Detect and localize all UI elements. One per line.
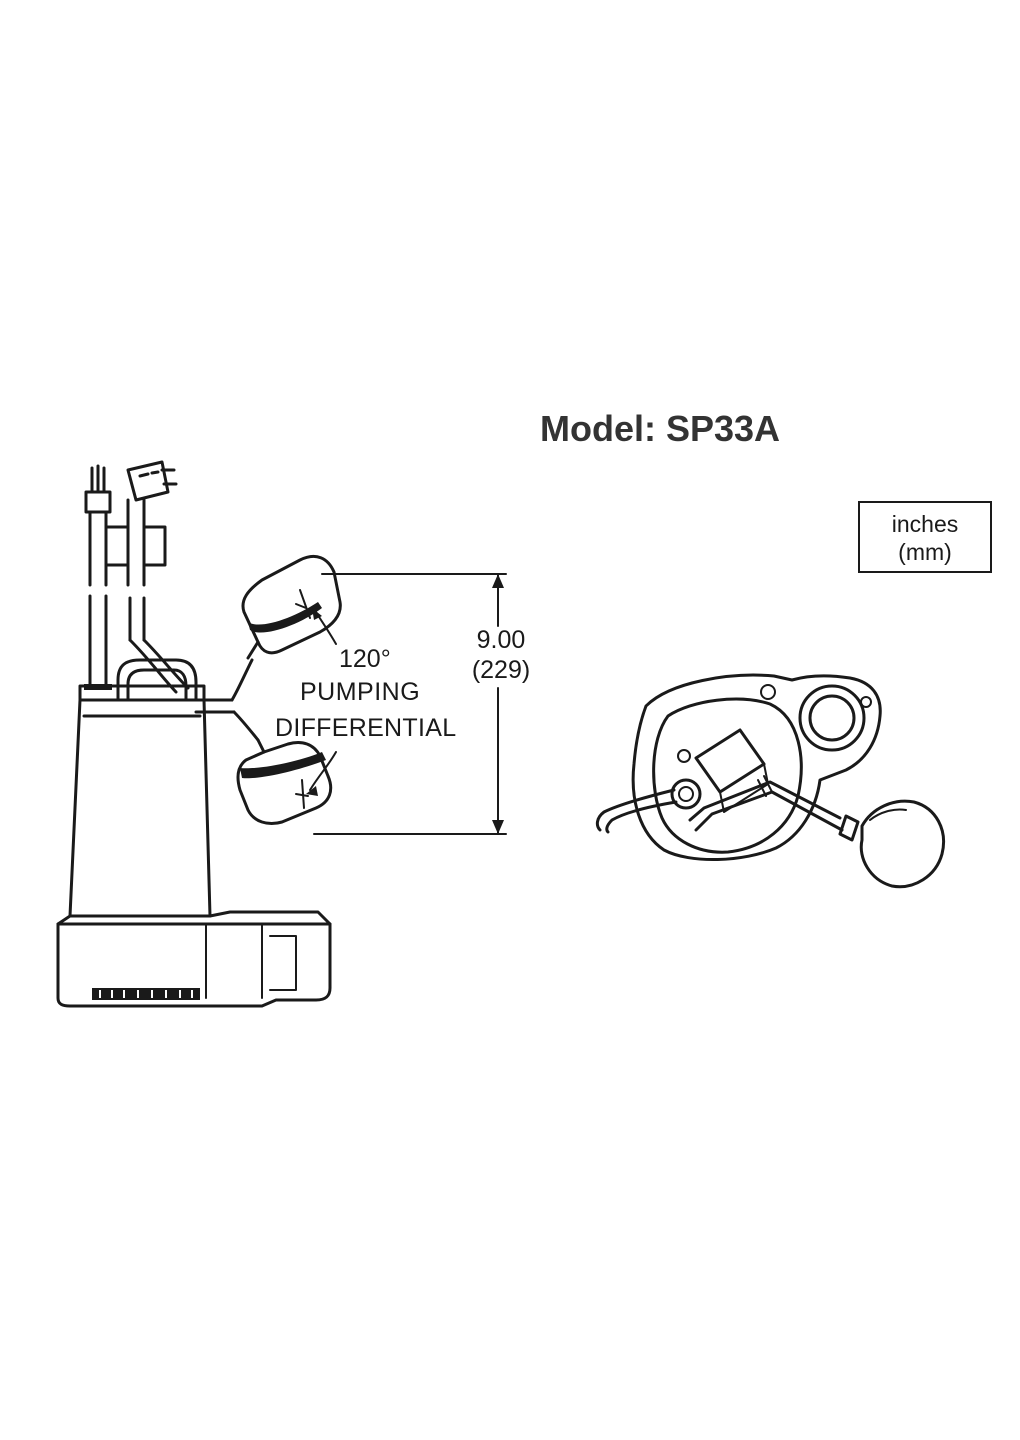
lower-float-icon [236, 738, 333, 825]
float-cable [230, 658, 260, 742]
units-inches-label: inches [891, 511, 959, 537]
pump-top-view [595, 673, 945, 889]
dimension-indicator [313, 573, 507, 835]
model-title: Model: SP33A [540, 408, 781, 449]
units-legend: inches (mm) [858, 501, 992, 573]
float-arm [688, 780, 844, 832]
pump-side-view [56, 460, 342, 1008]
pump-handle [116, 658, 198, 702]
pumping-label: PUMPING [300, 678, 421, 706]
plug-icon [84, 464, 112, 687]
pump-base [56, 910, 332, 1008]
power-cord [595, 788, 678, 834]
angle-label: 120° [339, 645, 391, 673]
angle-arc-lower [309, 751, 337, 791]
float-cord [128, 638, 190, 694]
dimension-inches-label: 9.00 [476, 626, 526, 654]
motor-housing [68, 698, 212, 918]
cord-strap [104, 525, 167, 567]
units-mm-label: (mm) [898, 539, 952, 565]
piggyback-plug-icon [126, 460, 178, 642]
differential-label: DIFFERENTIAL [275, 714, 457, 742]
upper-float-icon [241, 555, 342, 660]
pump-top-cap [78, 684, 206, 702]
top-view-float-icon [838, 799, 945, 889]
dimension-mm-label: (229) [471, 656, 531, 684]
